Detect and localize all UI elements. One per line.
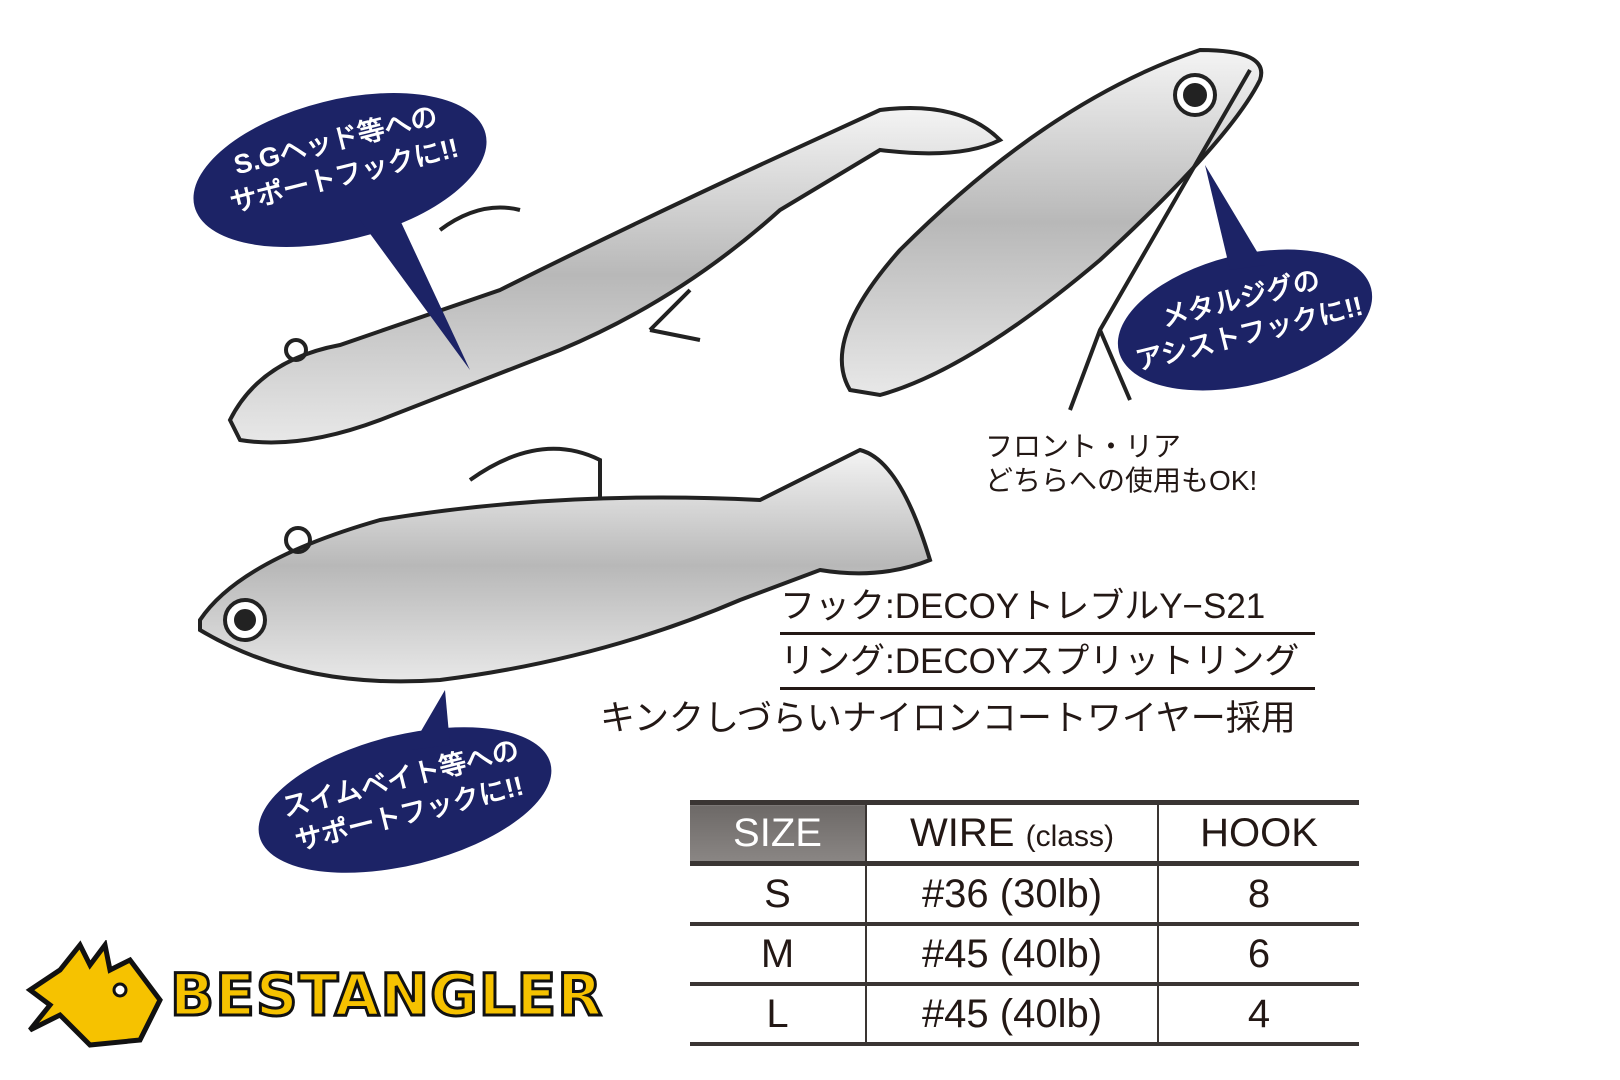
fish-logo-icon xyxy=(25,940,163,1048)
cell-hook: 4 xyxy=(1247,991,1271,1036)
header-wire-unit: (class) xyxy=(1025,819,1114,853)
header-size: SIZE xyxy=(690,802,867,864)
cell-wire: #45 (40lb) xyxy=(866,984,1159,1044)
spec-hook: フック:DECOYトレブルY−S21 xyxy=(780,587,1266,626)
shad-lure-with-jighead xyxy=(227,106,1004,445)
spec-ring: リング:DECOYスプリットリング xyxy=(780,642,1300,681)
cell-size: L xyxy=(690,984,867,1044)
watermark-text: BESTANGLER xyxy=(169,960,604,1031)
callout-bubbles xyxy=(193,92,1373,873)
cell-size: S xyxy=(690,863,867,924)
usage-note: フロント・リア どちらへの使用もOK! xyxy=(985,430,1257,498)
usage-note-line: どちらへの使用もOK! xyxy=(985,465,1258,496)
divider xyxy=(780,632,1315,635)
header-wire-label: WIRE xyxy=(910,810,1015,855)
swimbait-lure xyxy=(198,446,933,684)
cell-wire: #36 (30lb) xyxy=(866,863,1159,924)
table-row: M#45 (40lb) 6 xyxy=(690,924,1359,984)
spec-wire: キンクしづらいナイロンコートワイヤー採用 xyxy=(600,699,1296,738)
cell-hook: 8 xyxy=(1247,871,1271,916)
header-wire: WIRE (class) xyxy=(866,802,1159,864)
table-row: S#36 (30lb) 8 xyxy=(690,863,1359,924)
cell-wire: #45 (40lb) xyxy=(866,924,1159,984)
cell-hook: 6 xyxy=(1247,931,1271,976)
header-hook: HOOK xyxy=(1200,810,1318,855)
metal-jig-lure xyxy=(839,47,1264,411)
watermark-logo: BESTANGLER xyxy=(20,940,603,1050)
cell-size: M xyxy=(690,924,867,984)
size-table: SIZE WIRE (class) HOOK S#36 (30lb) 8 M#45… xyxy=(690,800,1359,1046)
usage-note-line: フロント・リア xyxy=(985,431,1182,462)
divider xyxy=(780,687,1315,690)
table-row: L#45 (40lb) 4 xyxy=(690,984,1359,1044)
